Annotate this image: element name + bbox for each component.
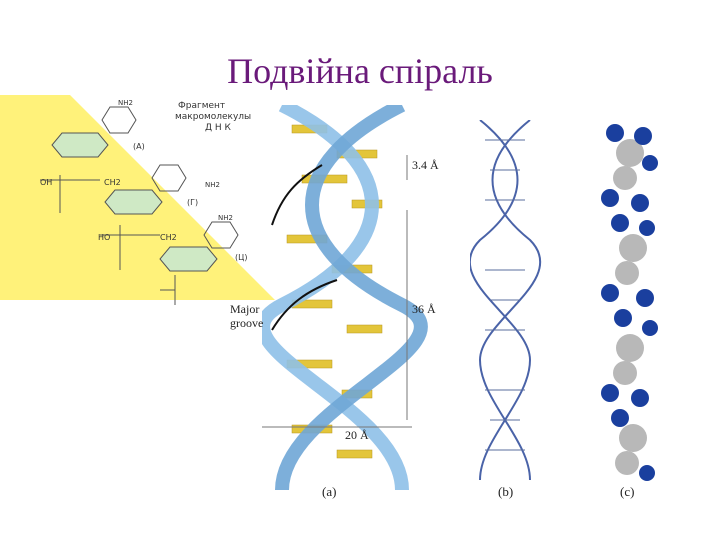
group-label: HO xyxy=(98,233,110,242)
helix-stick-model xyxy=(470,120,541,480)
group-label: NH2 xyxy=(205,181,220,189)
groove-label-line: Major xyxy=(230,302,260,316)
width-label: 20 Å xyxy=(345,428,369,442)
dna-structure-diagram: OH HO CH2 CH2 NH2 NH2 NH2 Фрагмент макро… xyxy=(0,95,275,305)
group-label: NH2 xyxy=(218,214,233,222)
base-label: (Ц) xyxy=(235,253,247,262)
panel-label-c: (c) xyxy=(620,484,635,499)
helix-space-filling-model xyxy=(601,124,658,481)
rise-label: 3.4 Å xyxy=(412,158,439,172)
helix-ribbon-model xyxy=(262,105,428,490)
base-label: (А) xyxy=(133,142,145,151)
groove-label-line: groove xyxy=(230,316,264,330)
base-label: (Г) xyxy=(187,198,198,207)
panel-heading-line: Фрагмент xyxy=(178,101,225,111)
panel-heading-line: макромолекулы xyxy=(175,112,251,122)
panel-label-b: (b) xyxy=(498,484,514,499)
panel-heading-line: Д Н К xyxy=(205,123,232,133)
group-label: CH2 xyxy=(104,178,121,187)
slide-title: Подвійна спіраль xyxy=(227,51,493,91)
pitch-label: 36 Å xyxy=(412,302,436,316)
group-label: CH2 xyxy=(160,233,177,242)
group-label: NH2 xyxy=(118,99,133,107)
panel-label-a: (a) xyxy=(322,484,337,499)
group-label: OH xyxy=(40,178,52,187)
